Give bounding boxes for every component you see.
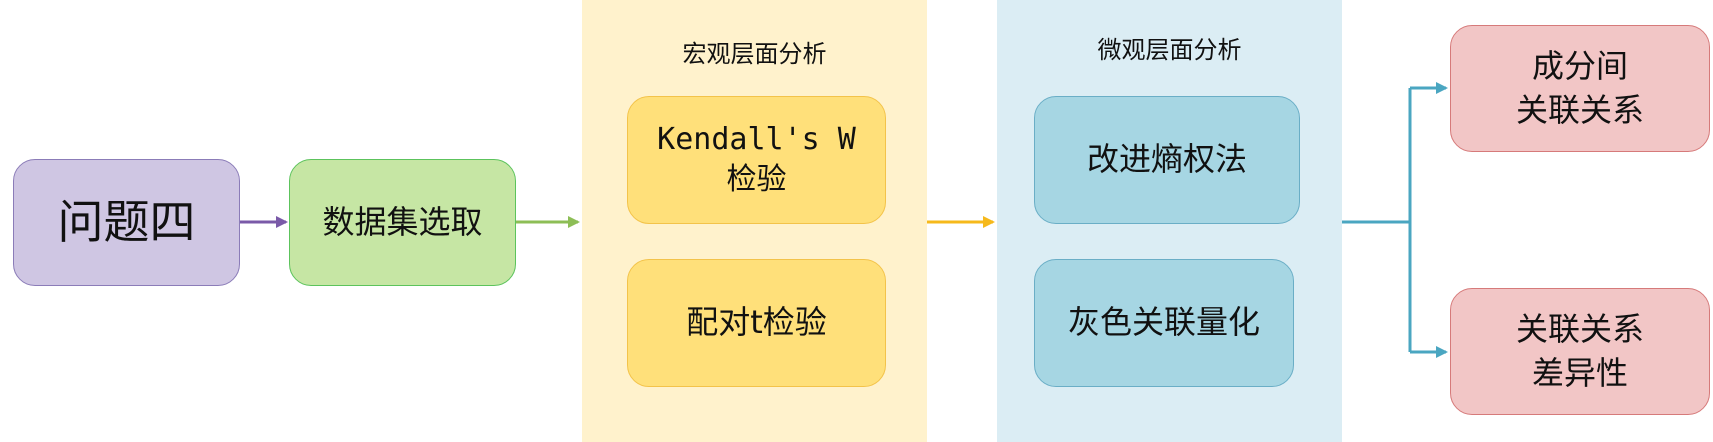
macro-panel-title: 宏观层面分析 [682,40,827,68]
grey-relational-label: 灰色关联量化 [1067,303,1260,342]
micro-panel-title: 微观层面分析 [1097,36,1242,64]
improved-entropy-weight-label: 改进熵权法 [1086,140,1247,179]
component-relation-node: 成分间 关联关系 [1450,25,1710,152]
dataset-selection-node: 数据集选取 [289,159,516,286]
component-relation-label: 成分间 关联关系 [1515,47,1644,129]
problem-four-label: 问题四 [57,195,196,250]
relation-difference-label: 关联关系 差异性 [1515,310,1644,392]
improved-entropy-weight-node: 改进熵权法 [1034,96,1300,224]
dataset-selection-label: 数据集选取 [322,202,483,241]
grey-relational-node: 灰色关联量化 [1034,259,1294,387]
relation-difference-node: 关联关系 差异性 [1450,288,1710,415]
paired-t-test-label: 配对t检验 [686,303,827,342]
kendall-w-test-label: Kendall's W 检验 [657,121,856,198]
kendall-w-test-node: Kendall's W 检验 [627,96,886,224]
problem-four-node: 问题四 [13,159,240,286]
paired-t-test-node: 配对t检验 [627,259,886,387]
